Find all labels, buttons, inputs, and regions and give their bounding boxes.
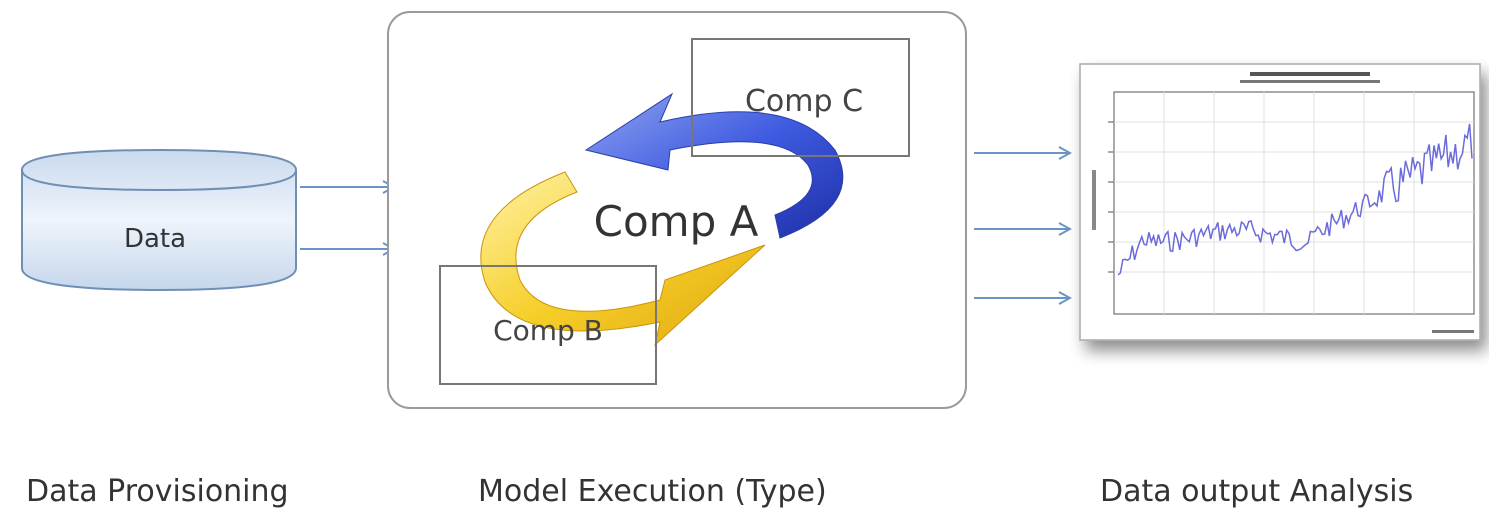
comp-c-box <box>691 38 910 157</box>
output-plot-series <box>1117 123 1473 276</box>
comp-b-box <box>439 265 657 385</box>
data-store-label: Data <box>124 224 186 254</box>
yellow-cycle-arrow <box>480 171 766 347</box>
caption-model-execution: Model Execution (Type) <box>478 474 827 509</box>
comp-b-label: Comp B <box>493 314 603 347</box>
caption-data-provisioning: Data Provisioning <box>26 474 289 509</box>
blue-cycle-arrow <box>584 92 844 239</box>
comp-a-label: Comp A <box>594 197 759 246</box>
caption-data-output-analysis: Data output Analysis <box>1100 474 1414 509</box>
output-plot-frame <box>1092 72 1475 333</box>
comp-c-label: Comp C <box>745 84 863 119</box>
data-store-cylinder <box>21 148 297 292</box>
